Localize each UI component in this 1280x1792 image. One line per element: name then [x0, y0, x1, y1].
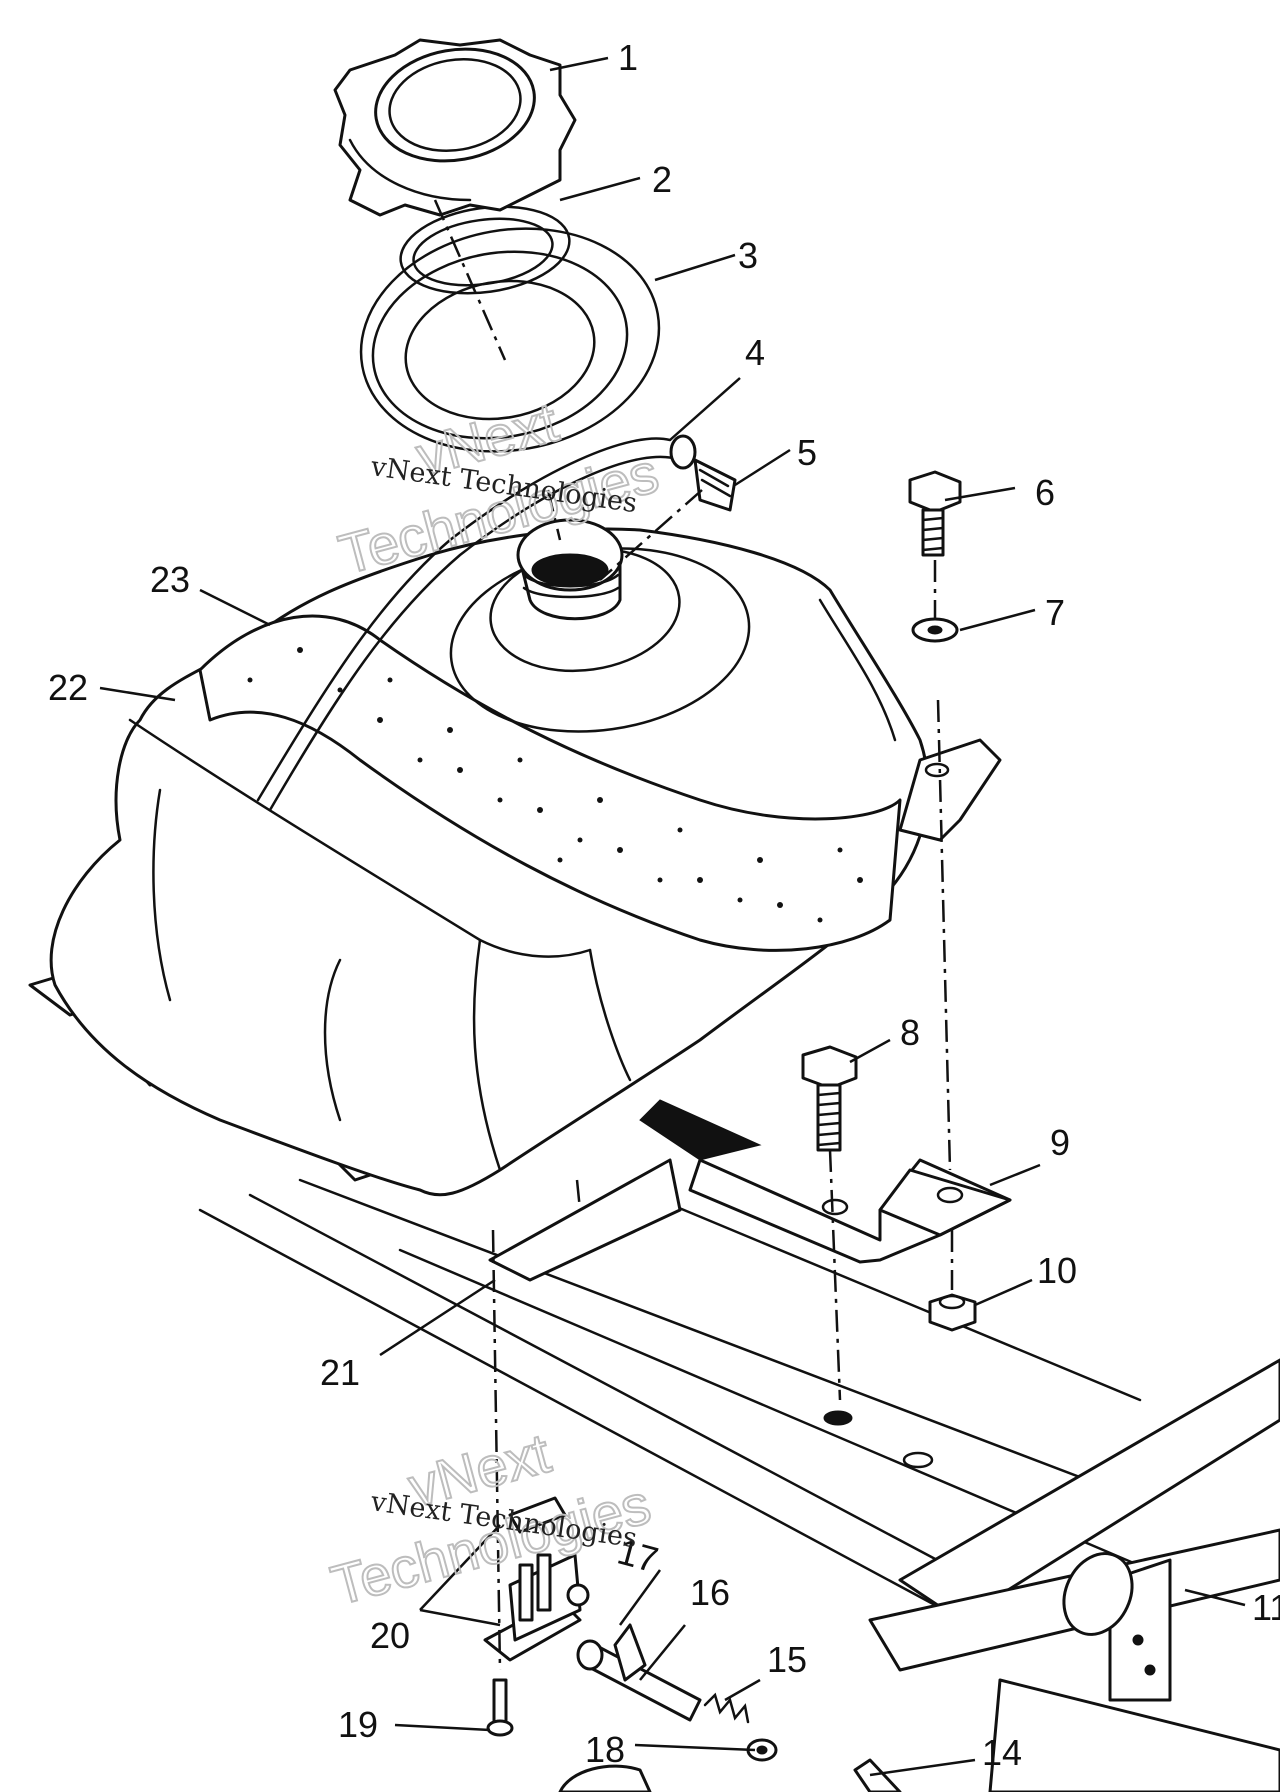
- callout-14: 14: [982, 1732, 1022, 1773]
- callout-22: 22: [48, 667, 88, 708]
- mounting-bracket: [639, 1099, 1012, 1264]
- fuel-petcock: [483, 1496, 590, 1662]
- callout-20: 20: [370, 1615, 410, 1656]
- callout-18: 18: [585, 1729, 625, 1770]
- callout-5: 5: [797, 432, 817, 473]
- tank-pad: [488, 1158, 682, 1282]
- callout-7: 7: [1045, 592, 1065, 633]
- callout-9: 9: [1050, 1122, 1070, 1163]
- callout-15: 15: [767, 1639, 807, 1680]
- callout-8: 8: [900, 1012, 920, 1053]
- nut: [928, 1293, 977, 1332]
- fuel-cap: [333, 38, 577, 217]
- callout-21: 21: [320, 1352, 360, 1393]
- o-ring: [399, 205, 571, 295]
- frame-plug: [1062, 1552, 1134, 1636]
- callout-19: 19: [338, 1704, 378, 1745]
- check-valve: [693, 458, 737, 512]
- callout-16: 16: [690, 1572, 730, 1613]
- callout-3: 3: [738, 235, 758, 276]
- foam-strip: [198, 614, 902, 952]
- frame-hole: [823, 1410, 853, 1426]
- fuel-line: [576, 1623, 702, 1722]
- frame-rails: [198, 1178, 1280, 1792]
- leader-lines: [99, 56, 1246, 1777]
- bolt-lower: [801, 1045, 858, 1152]
- callout-10: 10: [1037, 1250, 1077, 1291]
- filter-spring: [703, 1692, 750, 1724]
- callout-numbers: 1 2 3 4 5 6 7 8 9 10 11 14 15 16 17 18 1…: [48, 37, 1280, 1773]
- callout-2: 2: [652, 159, 672, 200]
- callout-11: 11: [1252, 1587, 1280, 1628]
- fuel-tank: [28, 518, 1002, 1197]
- screw: [486, 1678, 514, 1737]
- callout-4: 4: [745, 332, 765, 373]
- assembly-lines: [433, 199, 954, 1671]
- bolt-upper: [908, 470, 962, 557]
- callout-23: 23: [150, 559, 190, 600]
- vent-hose: [256, 434, 697, 812]
- callout-6: 6: [1035, 472, 1055, 513]
- callout-1: 1: [618, 37, 638, 78]
